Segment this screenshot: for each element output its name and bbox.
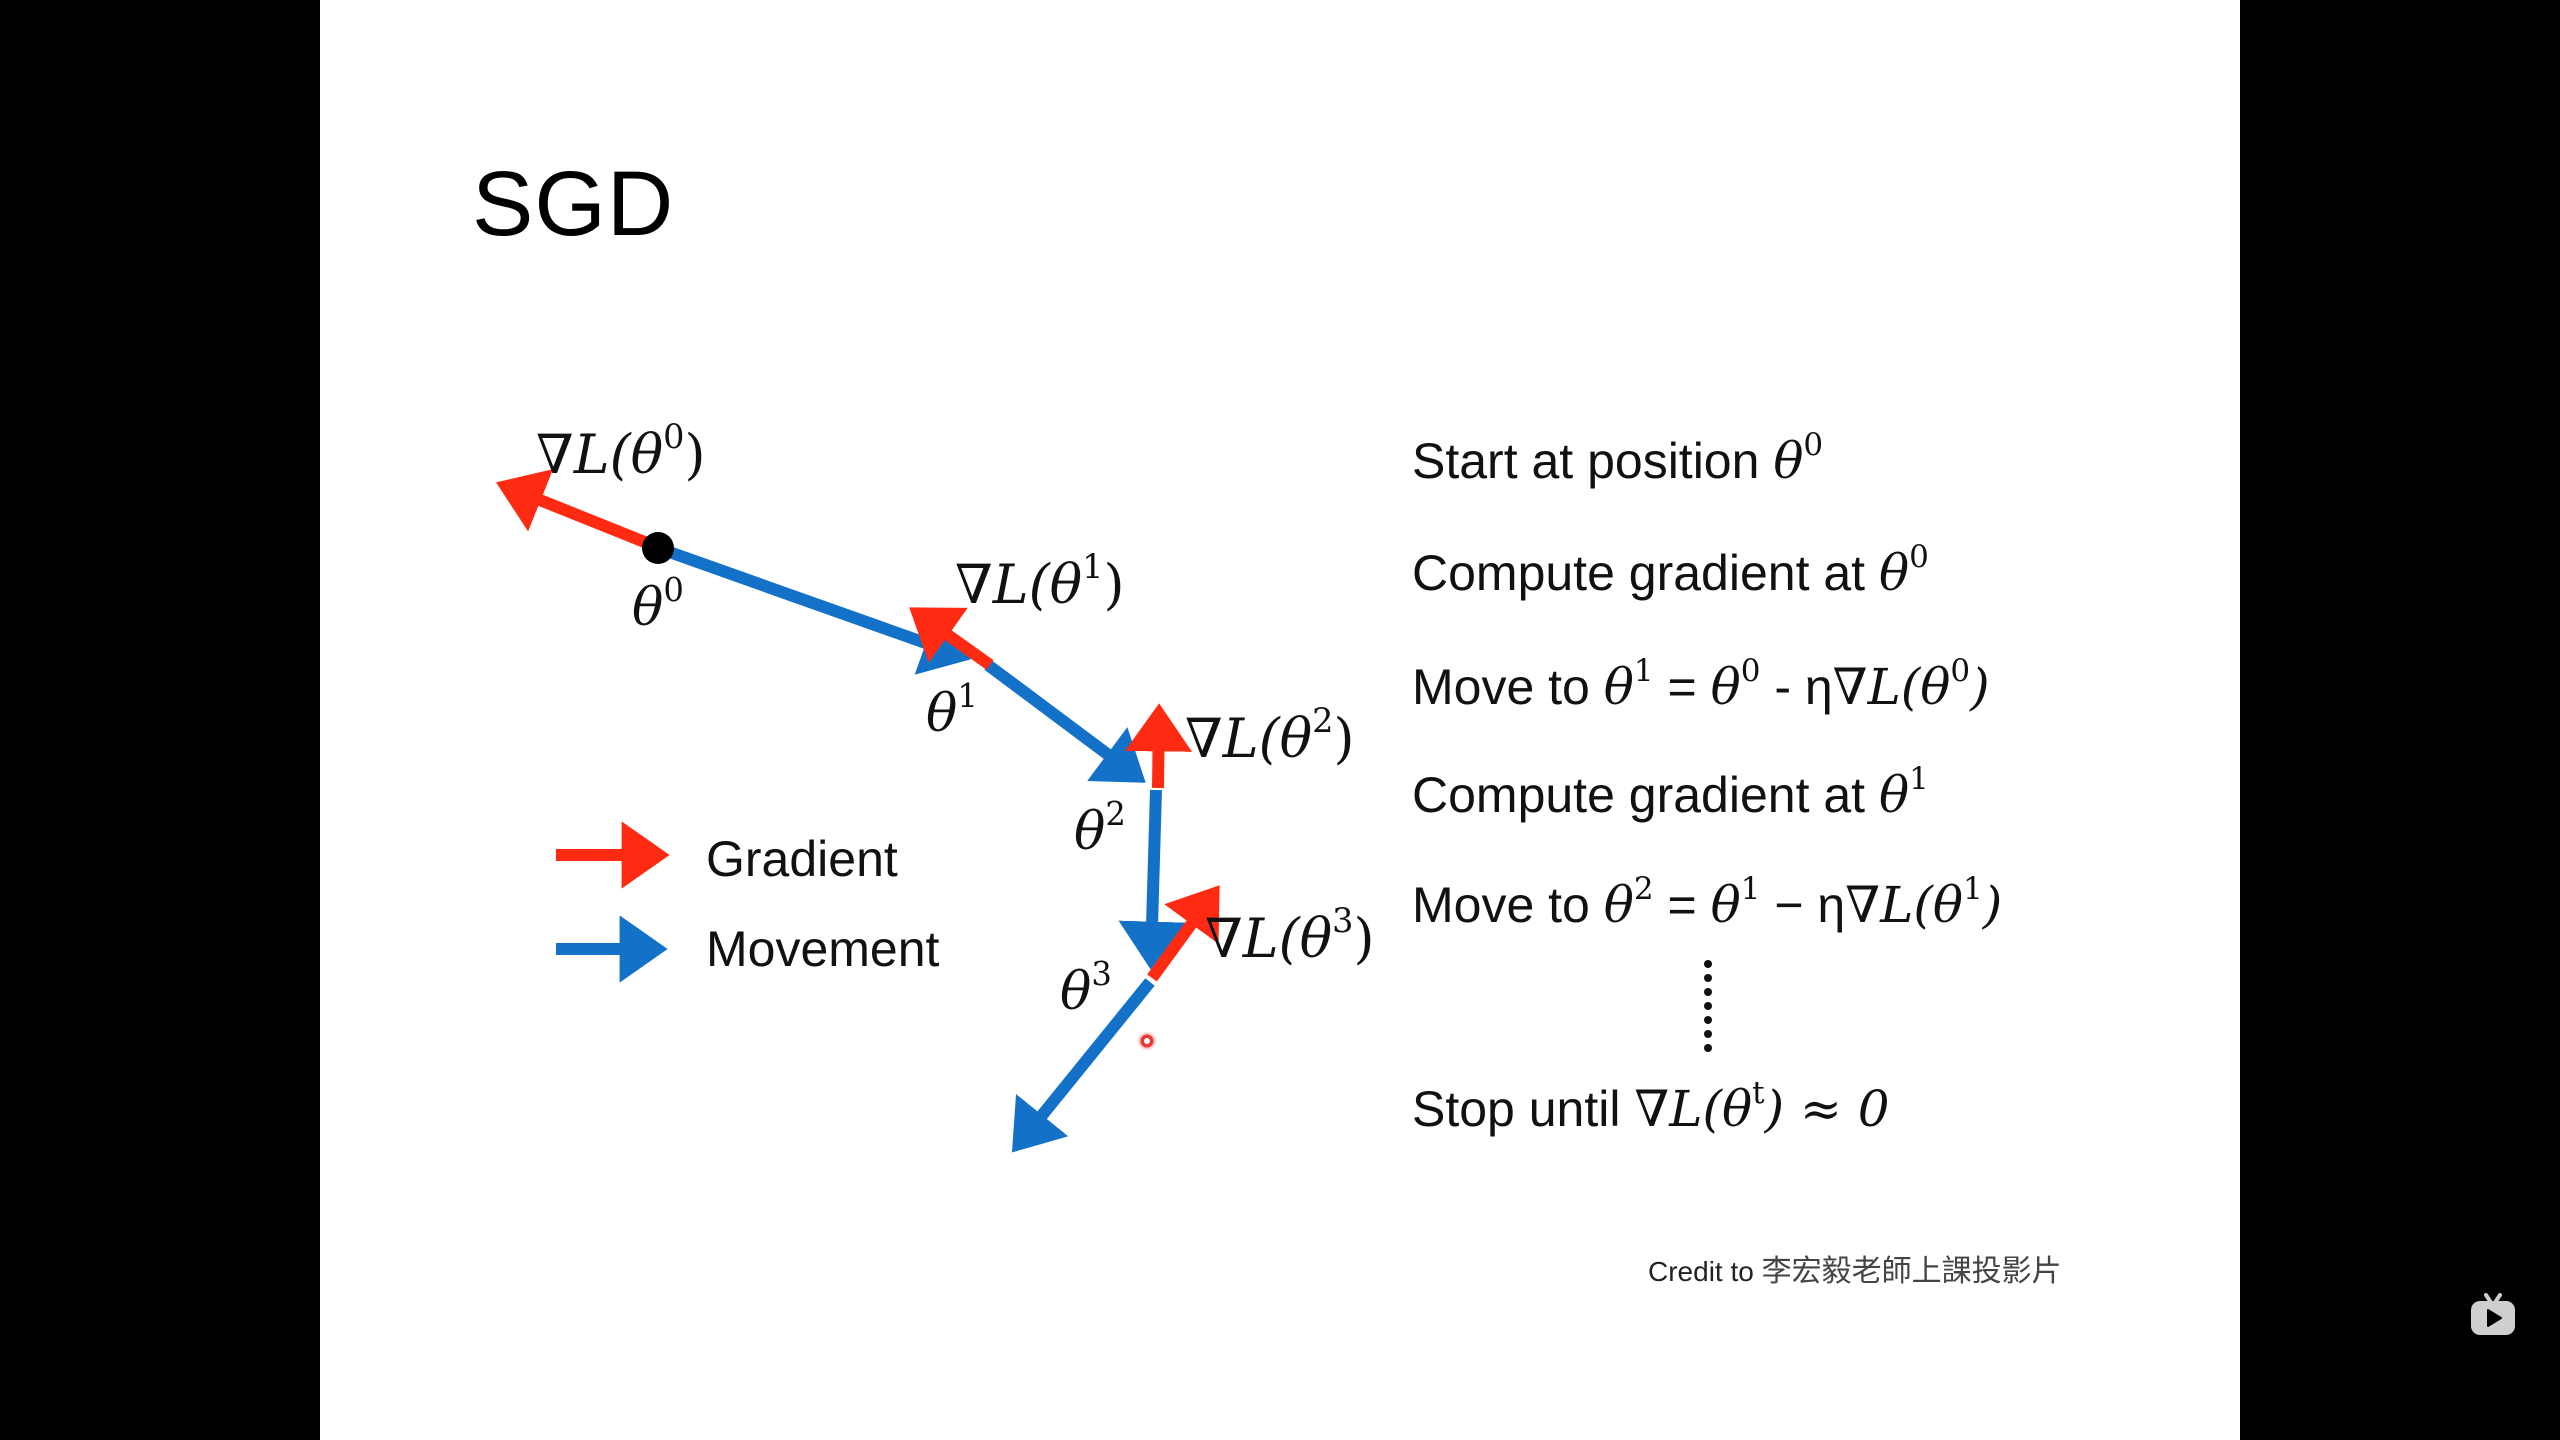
credit-note: Credit to 李宏毅老師上課投影片 [1648,1255,2062,1288]
ellipsis-vertical-dots [1702,960,1714,1060]
slide-title: SGD [472,153,675,255]
point-label-theta3: θ3 [1060,954,1112,1022]
step-start: Start at position θ0 [1412,426,1824,490]
gradient-label-1: ∇L(θ1) [955,546,1125,616]
point-label-theta1: θ1 [926,676,978,744]
slide [320,0,2240,1440]
step-compute-gradient-0: Compute gradient at θ0 [1412,538,1929,602]
step-compute-gradient-1: Compute gradient at θ1 [1412,760,1929,824]
step-stop-condition: Stop until ∇L(θt) ≈ 0 [1412,1074,1890,1138]
gradient-label-3: ∇L(θ3) [1205,900,1375,970]
gradient-label-0: ∇L(θ0) [536,416,706,486]
point-label-theta2: θ2 [1074,794,1126,862]
laser-pointer-cursor [1137,1031,1157,1051]
gradient-label-2: ∇L(θ2) [1185,700,1355,770]
point-label-theta0: θ0 [632,570,684,638]
tv-play-icon[interactable] [2465,1285,2521,1341]
step-move-to-theta2: Move to θ2 = θ1 − η∇L(θ1) [1412,870,2003,934]
legend-movement-label: Movement [706,921,940,977]
legend-gradient-label: Gradient [706,831,898,887]
step-move-to-theta1: Move to θ1 = θ0 - η∇L(θ0) [1412,652,1990,716]
